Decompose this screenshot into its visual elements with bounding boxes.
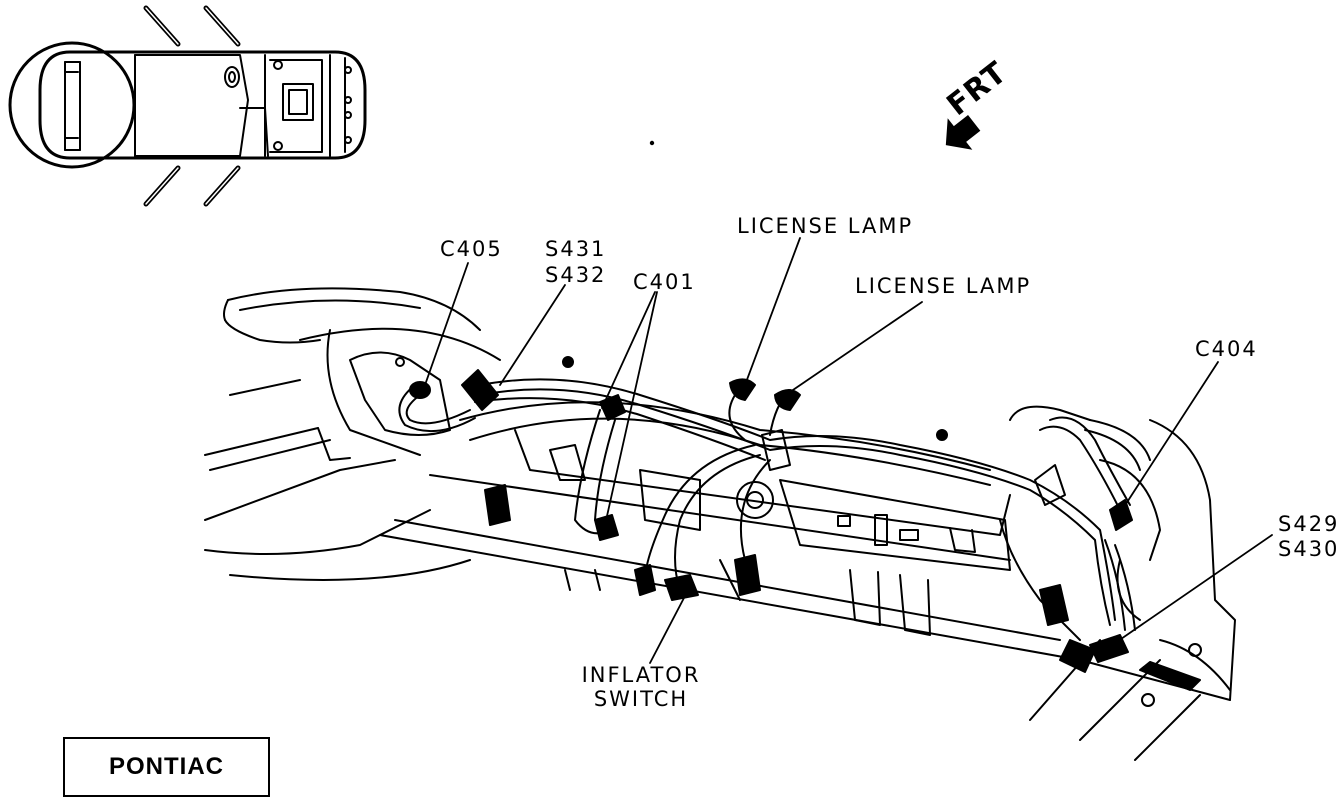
brand-label-box: PONTIAC [63, 737, 270, 797]
callout-license-lamp-1: LICENSE LAMP [737, 214, 914, 238]
wiring-harness [398, 378, 1151, 631]
callout-inflator-switch: INFLATOR SWITCH [580, 663, 702, 711]
rear-body-panel [204, 287, 1236, 761]
brand-label: PONTIAC [109, 753, 224, 780]
vehicle-locator-view [8, 5, 367, 207]
callout-s429: S429 [1278, 512, 1340, 536]
callout-c405: C405 [440, 237, 503, 261]
connectors [395, 356, 1133, 663]
callout-leaders [424, 237, 1273, 664]
callout-c404: C404 [1195, 337, 1258, 361]
callout-license-lamp-2: LICENSE LAMP [855, 274, 1032, 298]
inflator-switch-line2: SWITCH [593, 687, 689, 711]
callout-s431: S431 [545, 237, 607, 261]
front-arrow-icon [945, 115, 981, 150]
callout-s432: S432 [545, 263, 607, 287]
inflator-switch-line1: INFLATOR [581, 663, 701, 687]
callout-s430: S430 [1278, 537, 1340, 561]
callout-c401: C401 [633, 270, 696, 294]
front-direction-indicator: FRT [938, 55, 1048, 160]
